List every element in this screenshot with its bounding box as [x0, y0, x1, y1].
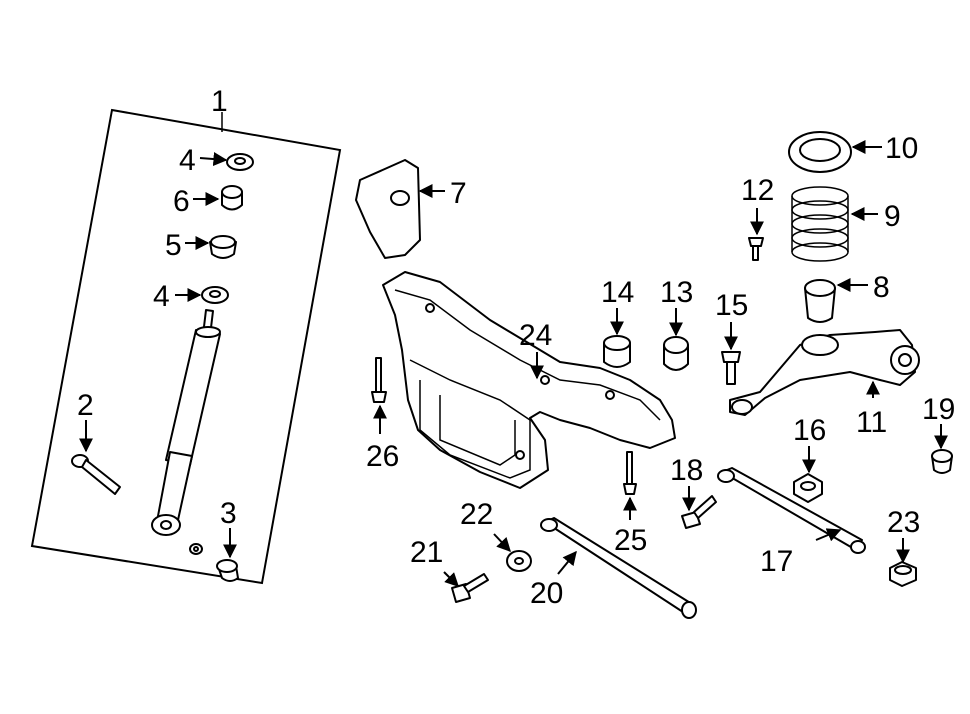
control-arm-part-11: [729, 329, 920, 416]
label-2: 2: [77, 389, 94, 422]
label-12: 12: [741, 174, 774, 207]
label-7: 7: [450, 177, 467, 210]
subframe-part-24: [382, 271, 676, 489]
label-9: 9: [884, 200, 901, 233]
leader-arrows: [79, 140, 948, 587]
bolt-part-25: [623, 451, 637, 495]
label-5: 5: [165, 229, 182, 262]
nut-part-16: [793, 473, 823, 503]
washer-part-22: [506, 550, 532, 572]
label-4-upper: 4: [179, 144, 196, 177]
label-24: 24: [519, 319, 552, 352]
label-19: 19: [922, 393, 955, 426]
label-10: 10: [885, 132, 918, 165]
label-21: 21: [410, 536, 443, 569]
label-8: 8: [873, 271, 890, 304]
label-25: 25: [614, 524, 647, 557]
nut-part-3: [216, 559, 239, 582]
bump-stop-part-8: [804, 279, 836, 323]
label-3: 3: [220, 497, 237, 530]
label-1: 1: [211, 85, 228, 118]
nut-part-23: [889, 561, 917, 587]
washer-lower: [201, 286, 229, 304]
shock-nut: [189, 543, 203, 555]
label-11: 11: [856, 406, 887, 439]
label-26: 26: [366, 440, 399, 473]
link-part-17: [717, 467, 866, 554]
bracket-part-7: [355, 159, 421, 259]
link-part-20: [540, 517, 697, 619]
bolt-part-12: [748, 237, 764, 261]
washer-upper: [226, 153, 254, 171]
bushing-lower: [209, 235, 237, 259]
label-16: 16: [793, 414, 826, 447]
bushing-part-14: [603, 335, 631, 368]
coil-spring-part-9: [791, 186, 849, 262]
bolt-part-26: [371, 357, 387, 403]
bolt-part-18: [681, 495, 717, 529]
nut-part-19: [931, 449, 953, 474]
label-23: 23: [887, 506, 920, 539]
label-20: 20: [530, 577, 563, 610]
label-13: 13: [660, 276, 693, 309]
label-4-lower: 4: [153, 280, 170, 313]
shock-assembly-box: [30, 108, 342, 585]
bushing-upper: [221, 185, 243, 211]
bolt-part-21: [451, 573, 489, 603]
label-18: 18: [670, 454, 703, 487]
shock-absorber: [151, 309, 221, 536]
callout-labels: 1 4 6 5 4 2 3 7 10 12 9 8 14 13 15 24 11…: [77, 85, 955, 610]
label-15: 15: [715, 289, 748, 322]
label-22: 22: [460, 498, 493, 531]
spring-seat-part-10: [788, 131, 852, 173]
label-17: 17: [760, 545, 793, 578]
bushing-part-13: [663, 336, 689, 371]
label-6: 6: [173, 185, 190, 218]
bolt-part-2: [71, 454, 121, 495]
bolt-part-15: [721, 351, 741, 385]
label-14: 14: [601, 276, 634, 309]
